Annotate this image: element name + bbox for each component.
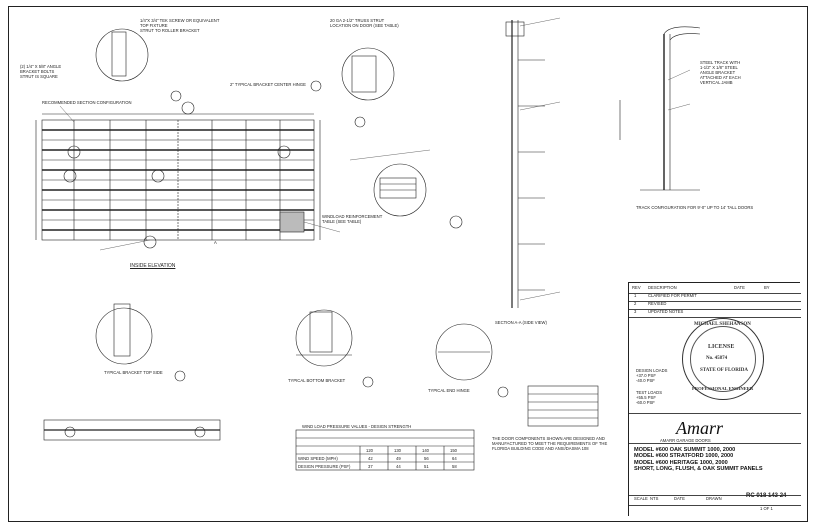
seal-name: MICHAEL SHEHANSON	[694, 322, 751, 327]
test-loads: TEST LOADS +55.5 PSF -60.0 PSF	[636, 390, 662, 405]
seal-state: STATE OF FLORIDA	[700, 368, 748, 373]
scale-label: SCALE	[634, 496, 648, 501]
seal-prof: PROFESSIONAL ENGINEER	[692, 386, 754, 391]
rev-1-num: 1	[634, 293, 637, 298]
brand-logo: Amarr	[676, 418, 724, 438]
scale-value: NTS	[650, 496, 659, 501]
section-marker-a: A	[214, 240, 217, 245]
note-windload: WINDLOAD REINFORCEMENT TABLE (SEE TABLE)	[322, 214, 383, 224]
company-name: AMARR GARAGE DOORS	[660, 438, 711, 443]
rev-3-desc: UPDATED NOTES	[648, 309, 684, 314]
rev-1-desc: CLARIFIED FOR PERMIT	[648, 293, 697, 298]
note-top-left-1: 1/4"x 3/4" TEK SCREW OR EQUIVALENT TOP F…	[140, 18, 220, 33]
track-config-title: TRACK CONFIGURATION FOR 9'-0" UP TO 14' …	[636, 205, 754, 210]
wind-col-3: 150	[450, 448, 457, 453]
wind-r1-c0: 37	[368, 464, 373, 469]
wind-r1-c1: 44	[396, 464, 401, 469]
wind-speed-label: WIND SPEED (MPH)	[298, 456, 338, 461]
design-loads: DESIGN LOADS +37.0 PSF -40.0 PSF	[636, 368, 668, 383]
seal-number: No. 45874	[706, 356, 728, 361]
typical-bottom-bracket-title: TYPICAL BOTTOM BRACKET	[288, 378, 346, 383]
wind-col-2: 140	[422, 448, 429, 453]
wind-r0-c0: 42	[368, 456, 373, 461]
note-strut: 20 GA 2-1/2" TRUSS STRUT LOCATION ON DOO…	[330, 18, 399, 28]
wind-r1-c2: 51	[424, 464, 429, 469]
rev-2-num: 2	[634, 301, 637, 306]
wind-r0-c1: 49	[396, 456, 401, 461]
wind-r0-c2: 56	[424, 456, 429, 461]
title-block	[628, 282, 801, 516]
wind-col-0: 120	[366, 448, 373, 453]
rev-header-rev: REV	[632, 285, 641, 290]
date-label: DATE	[674, 496, 685, 501]
engineer-seal-inner	[690, 326, 756, 392]
rev-2-desc: REVISED	[648, 301, 667, 306]
spec-notes: THE DOOR COMPONENTS SHOWN ARE DESIGNED A…	[492, 436, 608, 451]
drawn-label: DRAWN	[706, 496, 722, 501]
seal-license: LICENSE	[708, 344, 735, 350]
drawing-sheet	[8, 6, 808, 522]
rev-header-desc: DESCRIPTION	[648, 285, 677, 290]
wind-r1-c3: 58	[452, 464, 457, 469]
inside-elevation-title: INSIDE ELEVATION	[130, 263, 176, 269]
wind-r0-c3: 64	[452, 456, 457, 461]
note-top-left-2: (2) 1/4" x 5/8" ANGLE BRACKET BOLTS STRU…	[20, 64, 62, 79]
wind-table-title: WIND LOAD PRESSURE VALUES - DESIGN STREN…	[302, 424, 412, 429]
engineer-seal	[682, 318, 764, 400]
model-lines: MODEL #600 OAK SUMMIT 1000, 2000 MODEL #…	[634, 447, 763, 473]
typical-bracket-top-title: TYPICAL BRACKET TOP SIDE	[104, 370, 163, 375]
rev-3-num: 3	[634, 309, 637, 314]
rev-header-date: DATE	[734, 285, 745, 290]
section-aa-title: SECTION A-A (SIDE VIEW)	[495, 320, 547, 325]
note-top-mid: 2" TYPICAL BRACKET CENTER HINGE	[230, 82, 306, 87]
rev-header-by: BY	[764, 285, 770, 290]
drawing-number: RC 018 143 24	[746, 493, 787, 499]
design-pressure-label: DESIGN PRESSURE (PSF)	[298, 464, 351, 469]
note-section: RECOMMENDED SECTION CONFIGURATION	[42, 100, 132, 105]
right-note: STEEL TRACK WITH 1-1/2" x 1/8" STEEL ANG…	[700, 60, 741, 85]
typical-end-hinge-title: TYPICAL END HINGE	[428, 388, 470, 393]
sheet-number: 1 OF 1	[760, 506, 773, 511]
wind-col-1: 130	[394, 448, 401, 453]
